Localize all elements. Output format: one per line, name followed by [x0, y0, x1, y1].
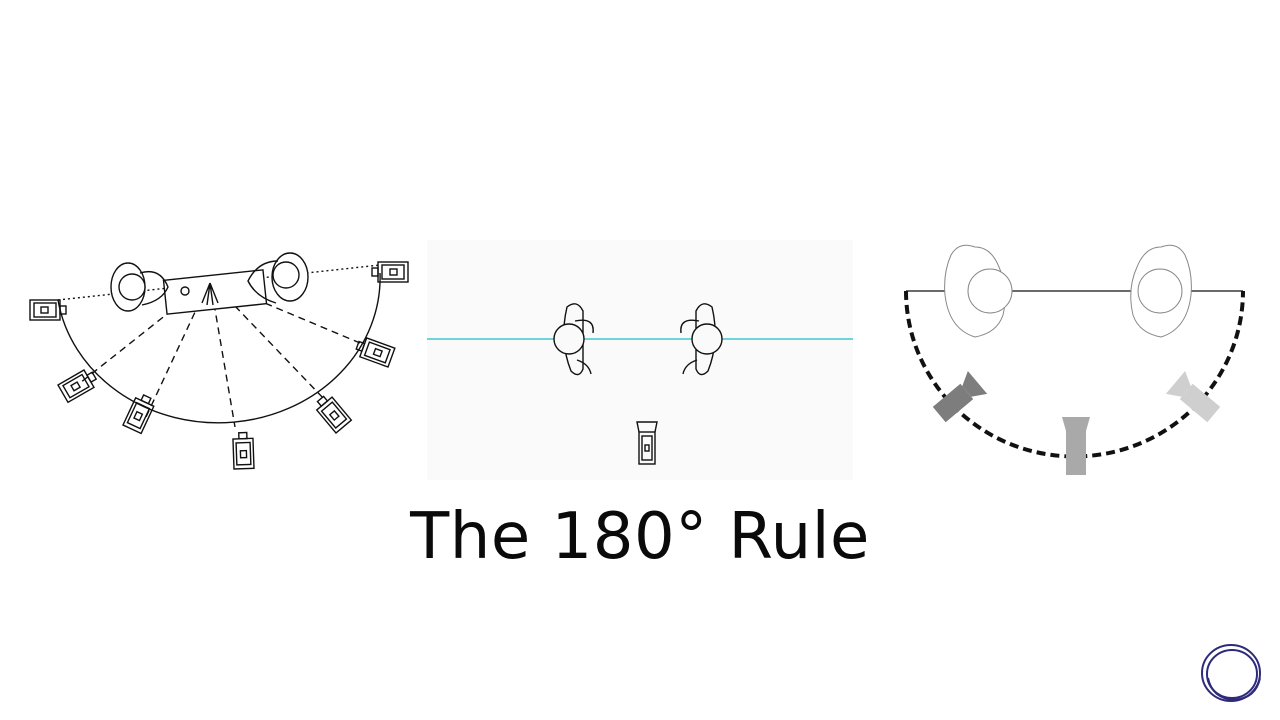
camera-icon	[1062, 417, 1090, 475]
camera-arc	[57, 272, 381, 424]
camera-icon	[315, 395, 353, 434]
slide-title: The 180° Rule	[410, 500, 870, 574]
circle-logo-icon	[1201, 644, 1261, 702]
camera-icon	[371, 261, 409, 283]
person-icon	[247, 252, 309, 304]
table-icon	[162, 269, 268, 315]
right-camera-arc-diagram	[904, 244, 1245, 475]
camera-icon	[1165, 370, 1221, 423]
camera-icon	[932, 370, 988, 423]
person-icon	[944, 244, 1013, 338]
person-icon	[1130, 244, 1192, 338]
person-icon	[110, 262, 169, 312]
camera-icon	[232, 431, 255, 470]
camera-icon	[636, 421, 658, 465]
person-icon	[680, 303, 723, 376]
middle-line-of-action-diagram	[427, 240, 853, 480]
camera-icon	[355, 337, 396, 368]
camera-icon	[57, 369, 98, 404]
left-camera-arc-diagram	[29, 252, 409, 470]
person-icon	[553, 303, 594, 376]
camera-icon	[122, 393, 155, 435]
camera-icon	[29, 299, 67, 321]
